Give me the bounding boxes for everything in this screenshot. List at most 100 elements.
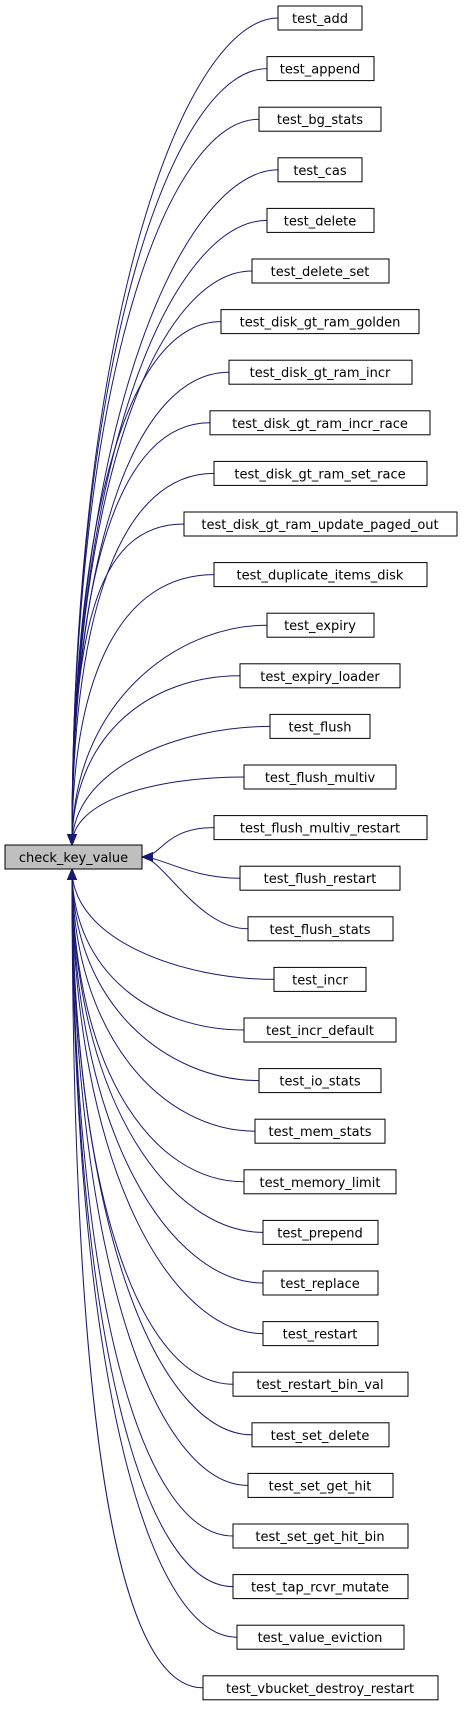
caller-node-test_add[interactable]: test_add [277,5,363,31]
caller-node-label: test_replace [280,1277,360,1292]
caller-node-test_flush_restart[interactable]: test_flush_restart [239,865,401,891]
caller-node-test_expiry[interactable]: test_expiry [266,612,375,638]
caller-node-test_flush_multiv[interactable]: test_flush_multiv [243,764,397,790]
caller-node-test_vbucket_destroy_restart[interactable]: test_vbucket_destroy_restart [202,1675,439,1701]
caller-node-box [209,410,431,436]
caller-node-box [243,1017,397,1043]
caller-node-label: test_disk_gt_ram_incr [250,366,391,381]
caller-node-label: test_append [280,63,360,78]
caller-node-label: test_mem_stats [269,1125,372,1140]
call-edge-test_restart_bin_val [67,868,234,1385]
call-edge-test_prepend [67,868,264,1233]
caller-node-test_disk_gt_ram_set_race[interactable]: test_disk_gt_ram_set_race [213,460,428,486]
caller-node-label: test_set_get_hit [269,1479,372,1494]
caller-node-box [213,562,428,588]
caller-node-box [232,1523,409,1549]
call-edge-test_set_get_hit [67,868,249,1486]
caller-node-box [262,1321,379,1347]
caller-node-box [273,966,367,992]
caller-node-test_disk_gt_ram_incr_race[interactable]: test_disk_gt_ram_incr_race [209,410,431,436]
caller-node-test_delete_set[interactable]: test_delete_set [251,258,390,284]
caller-node-test_set_get_hit[interactable]: test_set_get_hit [247,1472,394,1498]
call-edge-test_mem_stats [67,868,256,1132]
caller-node-test_disk_gt_ram_golden[interactable]: test_disk_gt_ram_golden [220,309,420,335]
call-edge-test_restart [67,868,264,1335]
caller-node-test_tap_rcvr_mutate[interactable]: test_tap_rcvr_mutate [232,1574,409,1600]
call-edge-test_vbucket_destroy_restart [67,868,204,1689]
call-edge-test_disk_gt_ram_update_paged_out [67,523,185,846]
caller-node-box [213,815,428,841]
caller-node-label: test_duplicate_items_disk [237,569,404,584]
call-edge-test_set_delete [67,868,253,1436]
caller-node-test_incr_default[interactable]: test_incr_default [243,1017,397,1043]
caller-node-test_restart_bin_val[interactable]: test_restart_bin_val [232,1371,409,1397]
caller-node-box [258,106,382,132]
caller-node-label: test_incr [292,973,348,988]
caller-node-box [277,157,363,183]
caller-node-box [251,1422,390,1448]
caller-node-box [232,1371,409,1397]
caller-node-test_append[interactable]: test_append [266,56,375,82]
caller-node-test_memory_limit[interactable]: test_memory_limit [243,1169,397,1195]
caller-node-label: test_flush_multiv_restart [240,822,400,837]
caller-node-test_delete[interactable]: test_delete [266,207,375,233]
call-edge-test_incr [67,868,275,980]
caller-node-test_set_get_hit_bin[interactable]: test_set_get_hit_bin [232,1523,409,1549]
caller-node-test_bg_stats[interactable]: test_bg_stats [258,106,382,132]
caller-node-test_duplicate_items_disk[interactable]: test_duplicate_items_disk [213,562,428,588]
caller-node-test_io_stats[interactable]: test_io_stats [258,1068,382,1094]
caller-node-test_flush_stats[interactable]: test_flush_stats [247,916,394,942]
caller-node-test_incr[interactable]: test_incr [273,966,367,992]
caller-node-label: test_disk_gt_ram_golden [240,316,401,331]
caller-node-label: test_restart [283,1328,358,1343]
caller-node-box [202,1675,439,1701]
call-edge-test_io_stats [67,868,260,1082]
caller-node-test_restart[interactable]: test_restart [262,1321,379,1347]
caller-node-label: test_cas [293,164,347,179]
call-edge-test_expiry [67,624,268,846]
caller-node-box [277,5,363,31]
call-edge-test_duplicate_items_disk [67,574,215,846]
caller-node-box [183,511,458,537]
call-edge-test_flush [67,725,271,846]
caller-node-box [251,258,390,284]
target-node-label: check_key_value [19,851,128,866]
caller-node-test_mem_stats[interactable]: test_mem_stats [254,1118,386,1144]
caller-node-test_flush[interactable]: test_flush [269,713,371,739]
call-edge-test_flush_multiv [67,776,245,846]
caller-node-test_flush_multiv_restart[interactable]: test_flush_multiv_restart [213,815,428,841]
caller-node-label: test_set_get_hit_bin [255,1530,384,1545]
caller-node-label: test_restart_bin_val [256,1378,383,1393]
call-edge-test_flush_multiv_restart [141,827,215,862]
caller-node-test_disk_gt_ram_update_paged_out[interactable]: test_disk_gt_ram_update_paged_out [183,511,458,537]
caller-node-label: test_expiry_loader [260,670,380,685]
call-edge-test_flush_stats [141,852,249,930]
call-edge-test_replace [67,868,264,1284]
caller-node-box [266,207,375,233]
caller-node-label: test_set_delete [271,1429,370,1444]
caller-node-test_prepend[interactable]: test_prepend [262,1219,379,1245]
caller-node-label: test_disk_gt_ram_update_paged_out [201,518,438,533]
caller-node-box [266,56,375,82]
caller-node-test_cas[interactable]: test_cas [277,157,363,183]
caller-node-label: test_io_stats [279,1075,360,1090]
caller-node-box [262,1219,379,1245]
caller-node-label: test_flush_stats [269,923,370,938]
caller-node-test_disk_gt_ram_incr[interactable]: test_disk_gt_ram_incr [228,359,413,385]
target-node-box [4,844,143,870]
caller-node-box [236,1624,405,1650]
caller-node-test_value_eviction[interactable]: test_value_eviction [236,1624,405,1650]
caller-node-label: test_tap_rcvr_mutate [251,1581,389,1596]
caller-node-test_set_delete[interactable]: test_set_delete [251,1422,390,1448]
call-edge-test_expiry_loader [67,675,241,846]
caller-node-box [228,359,413,385]
caller-node-label: test_add [292,12,348,27]
caller-node-test_replace[interactable]: test_replace [262,1270,379,1296]
caller-node-test_expiry_loader[interactable]: test_expiry_loader [239,663,401,689]
call-edge-test_disk_gt_ram_incr [67,371,230,846]
caller-node-label: test_flush_restart [264,872,377,887]
target-node[interactable]: check_key_value [4,844,143,870]
caller-node-label: test_delete [284,214,356,229]
caller-node-box [220,309,420,335]
